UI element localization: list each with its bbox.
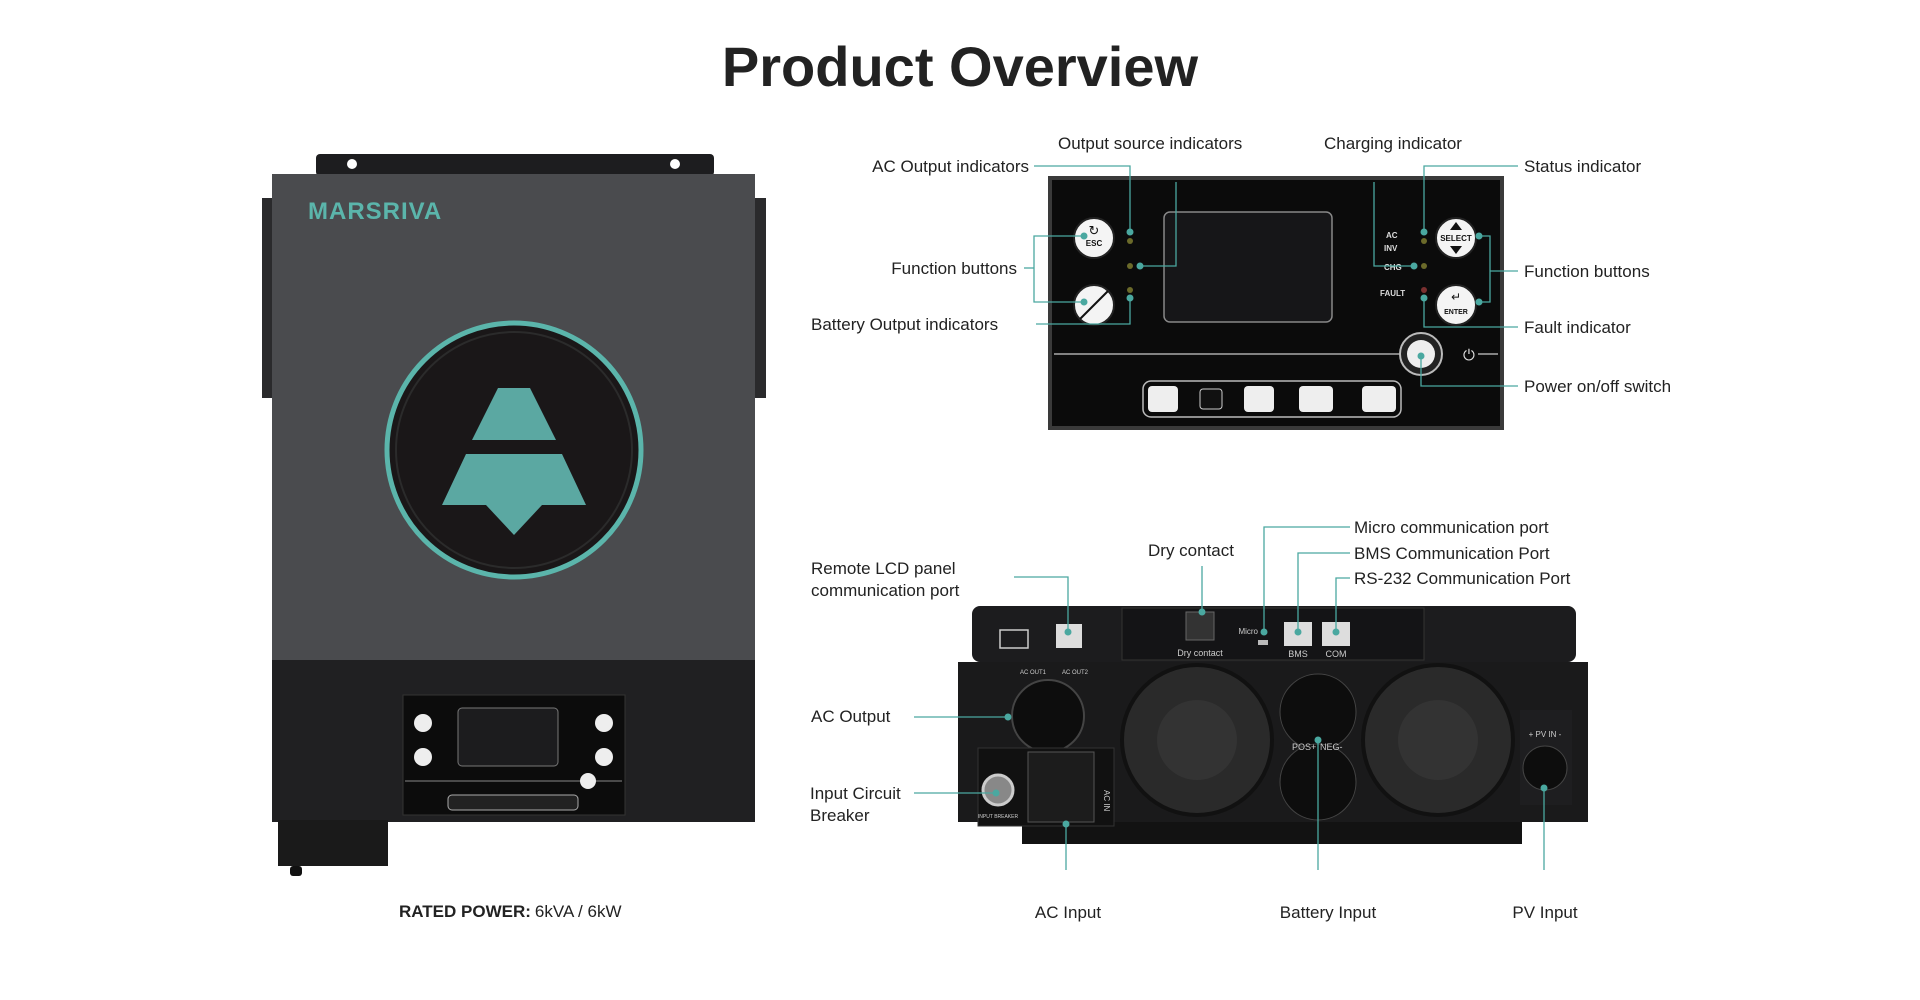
lithium-battery-icon [1299, 386, 1333, 412]
rj45-remote-port [1056, 624, 1082, 648]
brand-logo: MARSRIVA [308, 198, 442, 225]
label-dry-contact: Dry contact [1148, 541, 1234, 560]
label-remote-lcd-port: Remote LCD panel [811, 559, 956, 578]
label-pv-input: PV Input [1512, 903, 1577, 922]
esc-button[interactable]: ESC↻ [1073, 217, 1115, 259]
svg-text:ESC: ESC [1086, 239, 1103, 248]
select-button[interactable]: SELECT [1435, 217, 1477, 259]
input-breaker[interactable] [981, 773, 1015, 807]
logo-ring [384, 320, 644, 580]
label-battery-output-indicators: Battery Output indicators [811, 315, 998, 334]
label-rs232-port: RS-232 Communication Port [1354, 569, 1571, 588]
label-ac-input: AC Input [1035, 903, 1101, 922]
dry-contact-port [1185, 611, 1215, 641]
svg-text:Dry contact: Dry contact [1177, 648, 1223, 658]
bottom-labels: Remote LCD panel communication port Dry … [810, 518, 1578, 922]
svg-text:COM: COM [1326, 649, 1347, 659]
svg-text:ENTER: ENTER [1444, 309, 1468, 316]
label-power-switch: Power on/off switch [1524, 377, 1671, 396]
front-labels: AC Output indicators Output source indic… [811, 134, 1671, 396]
label-remote-lcd-port-line2: communication port [811, 581, 960, 600]
svg-text:AC IN: AC IN [1102, 790, 1111, 812]
generator-icon [1148, 386, 1178, 412]
ac-indicator-label: AC [1386, 231, 1398, 240]
svg-text:INPUT BREAKER: INPUT BREAKER [978, 814, 1019, 820]
logo-a-icon [472, 388, 556, 440]
label-input-breaker-line2: Breaker [810, 806, 870, 825]
svg-text:+ PV IN -: + PV IN - [1529, 730, 1562, 739]
pv-input-gland [1522, 745, 1568, 791]
inv-indicator-label: INV [1384, 244, 1398, 253]
label-battery-input: Battery Input [1280, 903, 1377, 922]
label-function-buttons-right: Function buttons [1524, 262, 1650, 281]
micro-port-label: Micro [1238, 627, 1258, 636]
fault-indicator-label: FAULT [1380, 289, 1405, 298]
svg-text:AC OUT1: AC OUT1 [1020, 670, 1047, 676]
micro-usb-port [1258, 640, 1268, 645]
page-title: Product Overview [722, 35, 1199, 98]
svg-text:NEG-: NEG- [1320, 742, 1343, 752]
power-icon: ⏻ [1463, 347, 1475, 364]
ac-output-gland [1011, 679, 1085, 753]
rated-power-value: 6kVA / 6kW [535, 902, 622, 921]
inverter-front-view: MARSRIVA [262, 154, 766, 876]
label-input-breaker: Input Circuit [810, 784, 901, 803]
label-status-indicator: Status indicator [1524, 157, 1642, 176]
label-micro-port: Micro communication port [1354, 518, 1549, 537]
rated-power-label: RATED POWER: [399, 902, 531, 921]
ac-input-terminal [1027, 751, 1095, 823]
bms-icon [1244, 386, 1274, 412]
label-ac-output: AC Output [811, 707, 891, 726]
chg-indicator-label: CHG [1384, 263, 1402, 272]
svg-text:POS+: POS+ [1292, 742, 1316, 752]
svg-text:RATED POWER:6kVA / 6kW: RATED POWER:6kVA / 6kW [399, 902, 622, 921]
remote-lcd-icon [999, 629, 1029, 649]
wifi-icon [1199, 388, 1223, 410]
enter-button[interactable]: ↵ ENTER [1435, 284, 1477, 326]
svg-text:AC OUT2: AC OUT2 [1062, 670, 1089, 676]
svg-text:↵: ↵ [1451, 290, 1461, 304]
inverter-bottom-view: Dry contact Micro BMS COM AC OUT1 AC OUT… [958, 606, 1588, 844]
bottom-leader-lines [914, 526, 1548, 870]
front-control-panel: ESC↻ SELECT ↵ ENTER AC INV CHG FAULT ⏻ [1048, 176, 1504, 430]
svg-text:BMS: BMS [1288, 649, 1308, 659]
front-leader-lines [1024, 165, 1518, 387]
label-output-source-indicators: Output source indicators [1058, 134, 1242, 153]
label-bms-port: BMS Communication Port [1354, 544, 1550, 563]
svg-text:SELECT: SELECT [1440, 234, 1472, 243]
label-ac-output-indicators: AC Output indicators [872, 157, 1029, 176]
label-charging-indicator: Charging indicator [1324, 134, 1462, 153]
label-fault-indicator: Fault indicator [1524, 318, 1631, 337]
mini-control-panel [402, 694, 626, 816]
svg-text:↻: ↻ [1089, 223, 1100, 238]
lcd-screen [1163, 211, 1333, 323]
label-function-buttons-left: Function buttons [891, 259, 1017, 278]
solar-icon [1362, 386, 1396, 412]
function-button[interactable] [1073, 284, 1115, 326]
